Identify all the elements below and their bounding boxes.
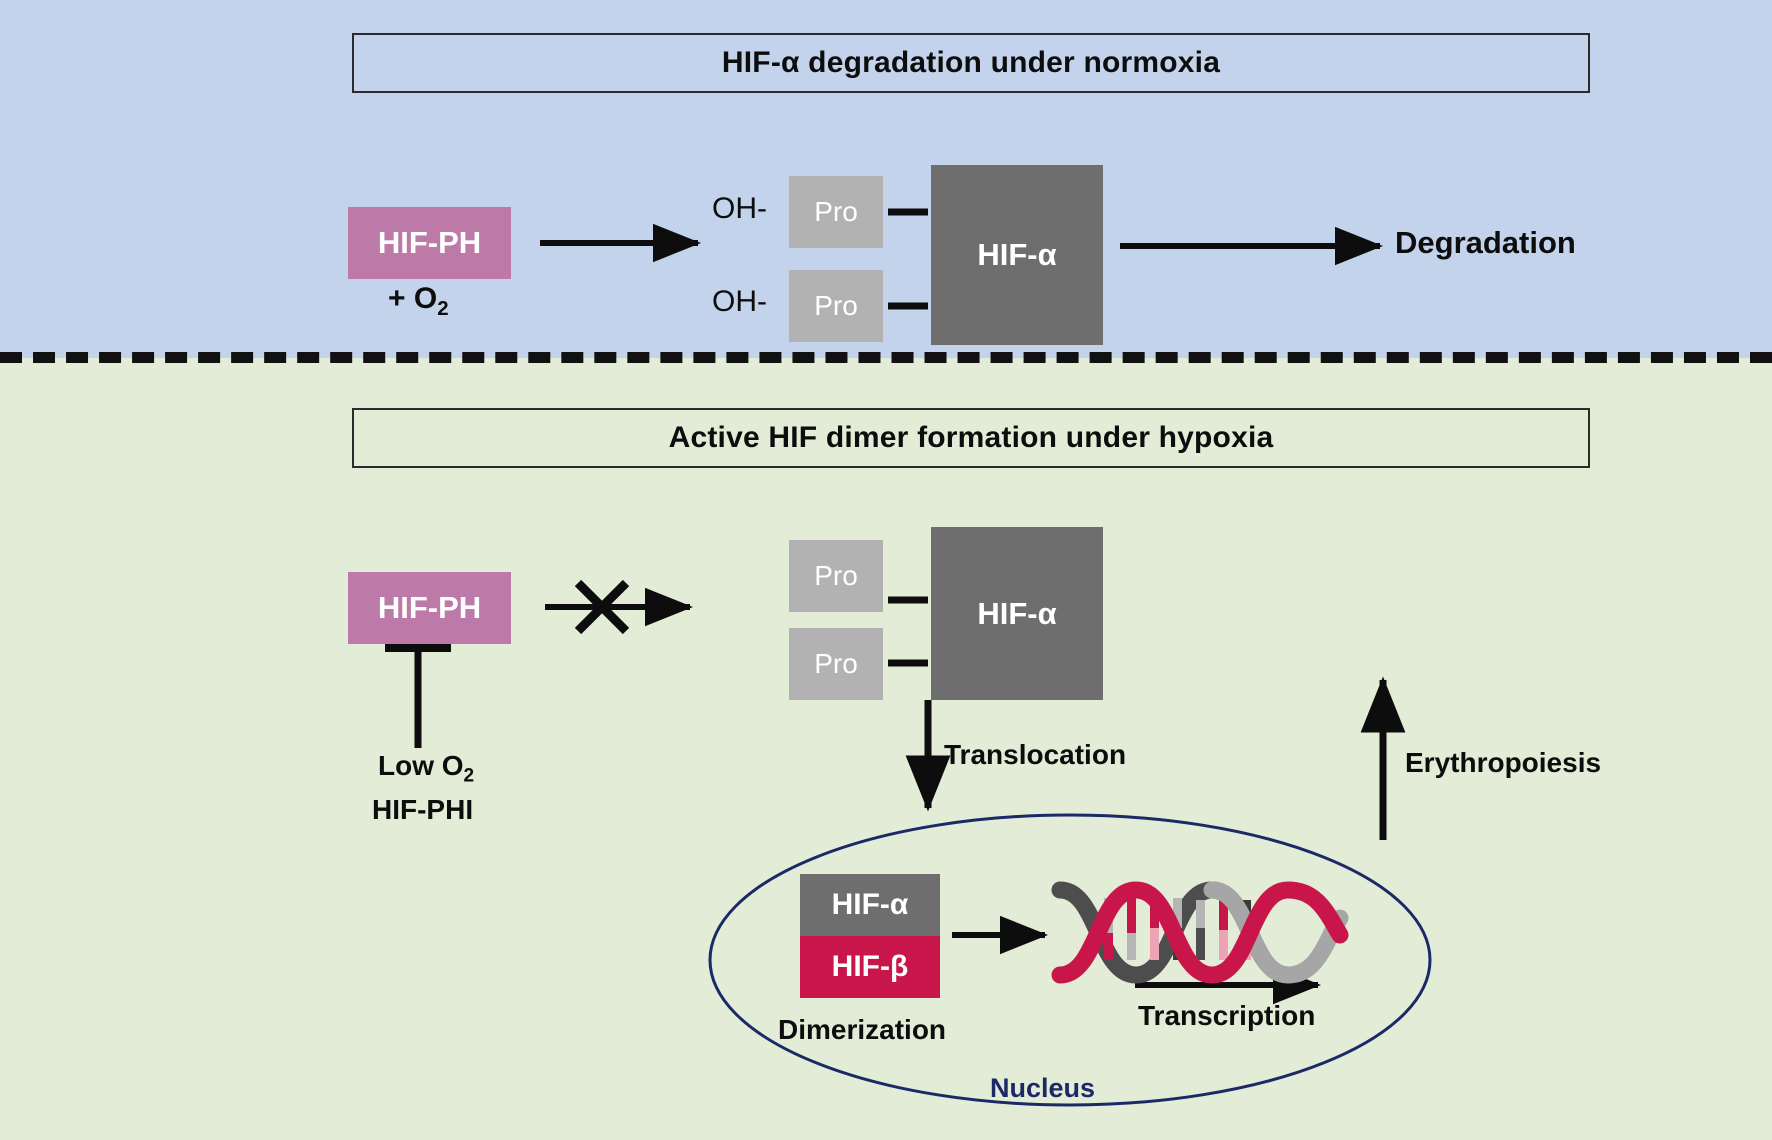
node-hif-alpha-normoxia: HIF-α [931, 165, 1103, 345]
label-degradation: Degradation [1395, 225, 1576, 260]
node-pro-bottom-normoxia: Pro [789, 270, 883, 342]
label-low-oxygen-sub: 2 [463, 765, 475, 787]
node-pro-top-hypoxia: Pro [789, 540, 883, 612]
node-pro-top-normoxia: Pro [789, 176, 883, 248]
label-plus-oxygen: + O2 [388, 282, 449, 321]
label-translocation: Translocation [944, 739, 1127, 770]
label-nucleus: Nucleus [990, 1073, 1096, 1103]
label-low-oxygen: Low O2 [378, 750, 474, 788]
node-pro-bottom-hypoxia: Pro [789, 628, 883, 700]
label-plus-oxygen-text: + O [388, 282, 438, 315]
label-dimerization: Dimerization [778, 1014, 947, 1045]
node-hif-alpha-hypoxia: HIF-α [931, 527, 1103, 700]
page-title-normoxia: HIF-α degradation under normoxia [352, 33, 1590, 93]
label-erythropoiesis: Erythropoiesis [1405, 747, 1602, 778]
label-transcription: Transcription [1138, 1000, 1316, 1031]
label-hif-phi: HIF-PHI [372, 794, 474, 825]
node-hif-ph-hypoxia: HIF-PH [348, 572, 511, 644]
label-hydroxyl-bottom: OH- [712, 285, 767, 318]
node-dimer-hif-alpha: HIF-α [800, 874, 940, 936]
label-plus-oxygen-sub: 2 [437, 298, 449, 320]
node-hif-ph-normoxia: HIF-PH [348, 207, 511, 279]
panel-divider-dashed-line [0, 352, 1772, 363]
node-dimer-hif-beta: HIF-β [800, 936, 940, 998]
normoxia-panel [0, 0, 1772, 358]
label-low-oxygen-text: Low O [378, 750, 464, 781]
label-hydroxyl-top: OH- [712, 192, 767, 225]
page-title-hypoxia: Active HIF dimer formation under hypoxia [352, 408, 1590, 468]
